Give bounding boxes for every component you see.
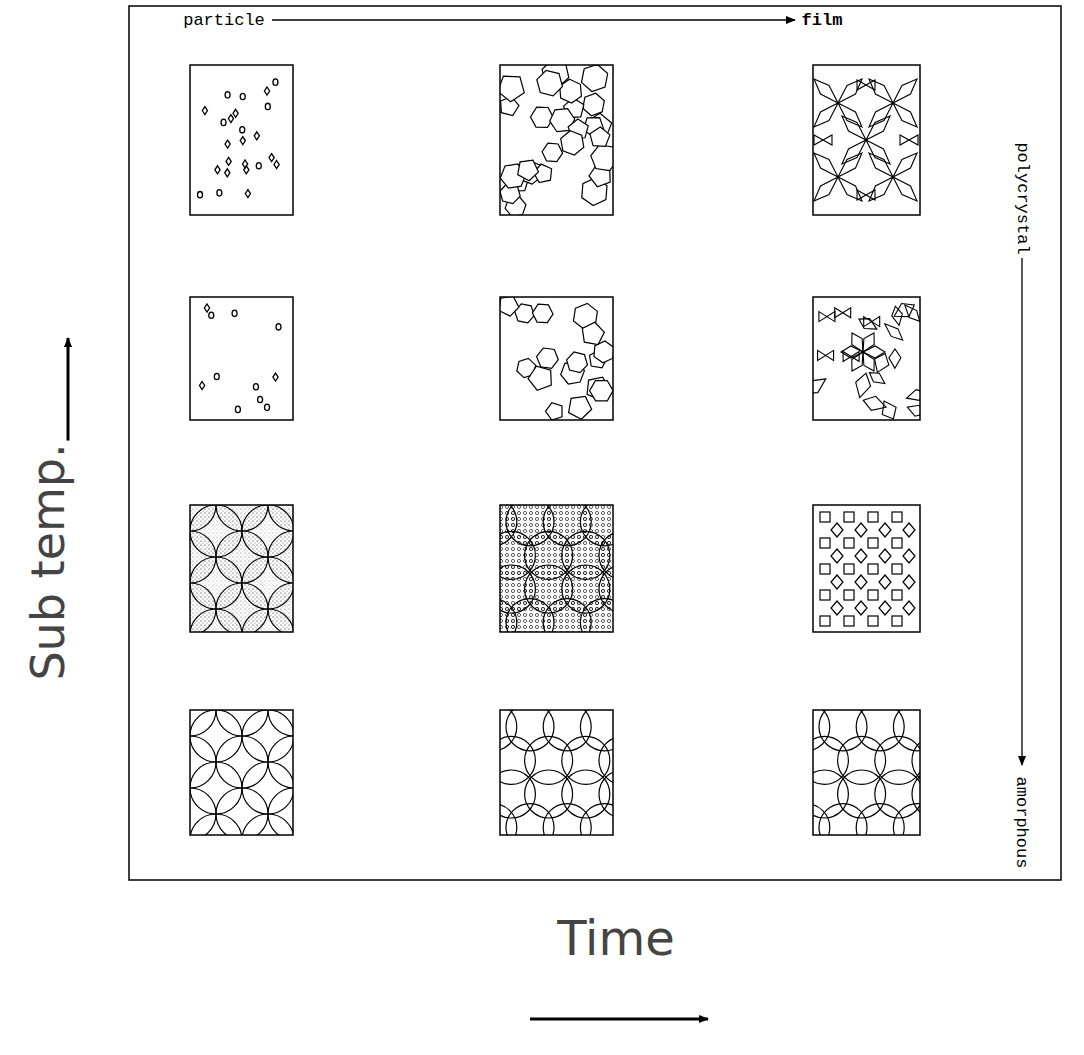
cell-grid	[164, 60, 960, 866]
structure-sketch	[190, 710, 293, 835]
sketch-frame	[500, 710, 613, 835]
structure-sketch	[820, 512, 915, 626]
sketch-frame	[500, 505, 613, 632]
structure-sketch	[813, 304, 920, 419]
axis-caption: particle	[180, 11, 268, 30]
frame	[129, 6, 1061, 880]
axis-caption: film	[799, 11, 846, 30]
axis-title: Sub temp.	[24, 440, 72, 683]
structure-sketch	[814, 79, 918, 201]
sketch-frame	[190, 297, 293, 420]
sketch-frame	[190, 710, 293, 835]
structure-sketch	[500, 505, 613, 632]
structure-sketch	[500, 710, 613, 835]
structure-sketch	[500, 297, 613, 420]
axis-caption: polycrystal	[1013, 139, 1032, 257]
structure-sketch	[198, 79, 280, 198]
structure-sketch	[813, 710, 920, 835]
structure-sketch	[200, 304, 281, 413]
sketch-frame	[813, 297, 920, 420]
sketch-frame	[500, 65, 613, 215]
structure-sketch	[190, 505, 293, 632]
time-direction-arrow	[272, 19, 795, 20]
sketch-frame	[500, 297, 613, 420]
axis-caption: amorphous	[1012, 773, 1031, 871]
sketch-frame	[190, 505, 293, 632]
axis-title: Time	[554, 913, 677, 963]
sketch-frame	[813, 710, 920, 835]
structure-direction-arrow	[1021, 258, 1022, 765]
structure-sketch	[500, 65, 613, 215]
time-axis-arrow	[530, 1018, 708, 1021]
sketch-frame	[190, 65, 293, 215]
sketch-frame	[813, 65, 920, 215]
sketch-frame	[813, 505, 920, 632]
